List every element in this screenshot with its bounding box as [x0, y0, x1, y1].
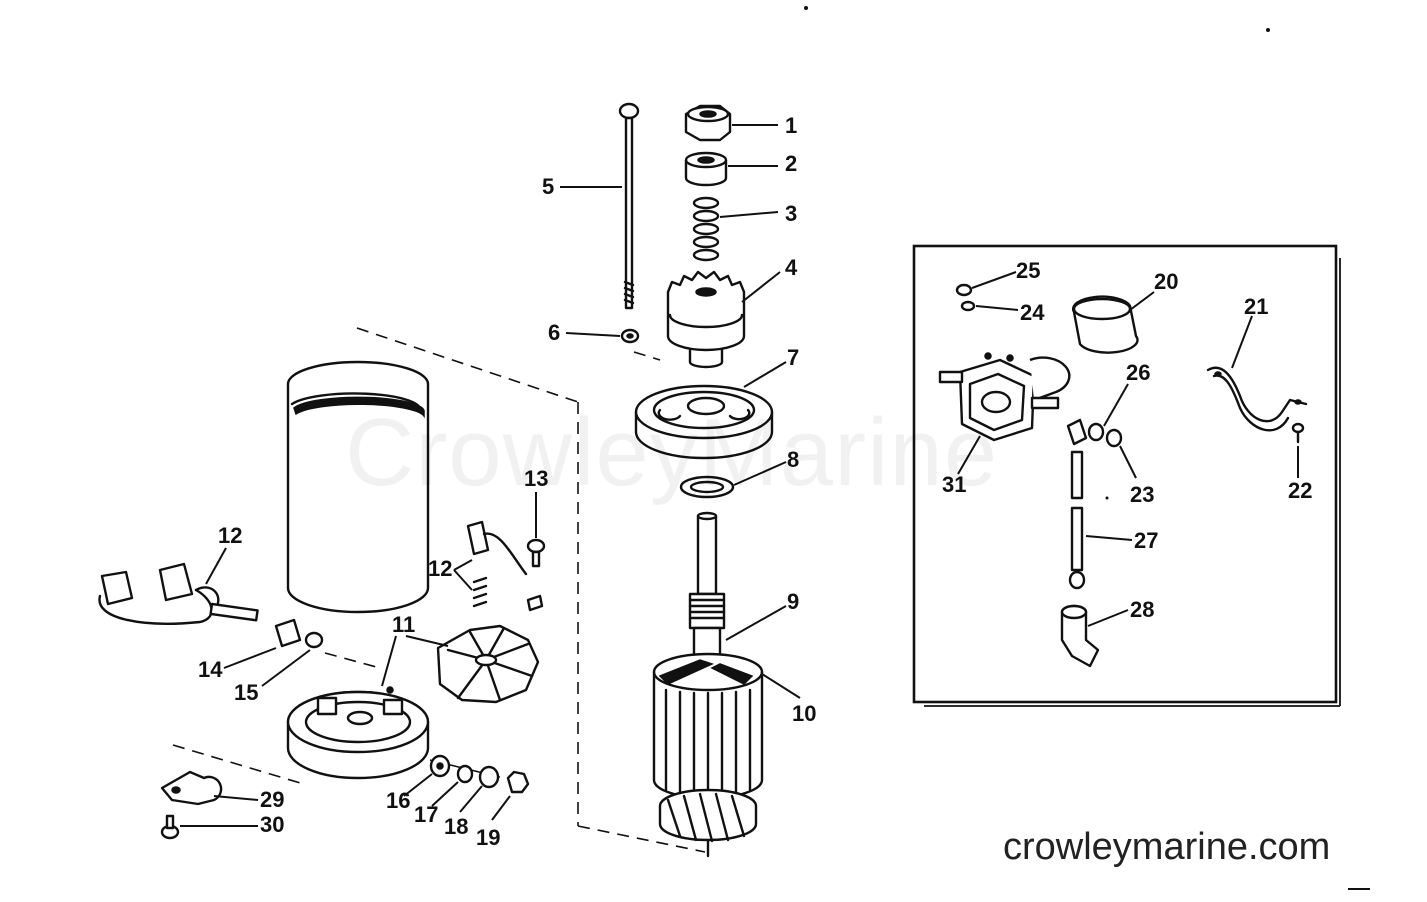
part-20-cap	[1071, 291, 1155, 354]
part-5-through-bolt	[560, 102, 640, 310]
part-15-washer	[261, 631, 324, 687]
part-9-armature-shaft	[688, 511, 787, 658]
label-31: 31	[942, 472, 966, 497]
part-23-washer	[1105, 428, 1137, 479]
part-12-brush-set	[453, 520, 528, 608]
label-4: 4	[785, 255, 798, 280]
part-13-screw	[526, 492, 546, 612]
label-13: 13	[524, 466, 548, 491]
part-4-pinion-drive	[666, 270, 781, 369]
label-5: 5	[542, 174, 554, 199]
label-16: 16	[386, 788, 410, 813]
part-10-armature-core	[652, 652, 801, 858]
label-15: 15	[234, 680, 258, 705]
part-14-terminal-clip	[223, 618, 302, 669]
watermark-text: CrowleyMarine	[345, 399, 999, 506]
part-3-spring	[692, 196, 779, 262]
label-21: 21	[1244, 294, 1268, 319]
label-22: 22	[1288, 478, 1312, 503]
part-12-terminal-lead	[98, 547, 259, 625]
label-24: 24	[1020, 300, 1045, 325]
part-24-lockwasher	[960, 300, 1019, 312]
part-26-washer	[1087, 383, 1129, 442]
label-17: 17	[414, 802, 438, 827]
part-30-screw	[160, 814, 258, 840]
label-27: 27	[1134, 528, 1158, 553]
label-3: 3	[785, 201, 797, 226]
part-31-solenoid	[938, 352, 1071, 475]
part-11-brush-plate	[286, 624, 540, 780]
part-8-thrust-washer	[679, 461, 787, 499]
label-6: 6	[548, 320, 560, 345]
label-18: 18	[444, 814, 468, 839]
part-18-washer	[459, 765, 500, 813]
part-19-nut	[491, 770, 530, 821]
label-9: 9	[787, 589, 799, 614]
label-25: 25	[1016, 258, 1040, 283]
part-7-end-cap	[634, 361, 787, 460]
part-22-screw	[1291, 422, 1305, 478]
part-1-nut	[684, 104, 778, 142]
scan-specks	[804, 6, 1370, 890]
part-16-washer	[403, 754, 451, 797]
part-17-lockwasher	[431, 764, 474, 807]
label-12b: 12	[428, 556, 452, 581]
label-23: 23	[1130, 482, 1154, 507]
motor-frame	[286, 360, 430, 614]
site-url-text: crowleymarine.com	[1003, 826, 1331, 868]
label-29: 29	[260, 787, 284, 812]
label-8: 8	[787, 447, 799, 472]
label-10: 10	[792, 701, 816, 726]
label-2: 2	[785, 151, 797, 176]
part-2-spacer	[684, 151, 778, 187]
label-12a: 12	[218, 523, 242, 548]
label-1: 1	[785, 113, 797, 138]
label-19: 19	[476, 825, 500, 850]
label-28: 28	[1130, 597, 1154, 622]
part-6-washer	[565, 328, 640, 344]
part-28-boot	[1060, 604, 1129, 668]
part-21-bracket	[1206, 315, 1308, 432]
label-20: 20	[1154, 269, 1178, 294]
label-14: 14	[198, 657, 223, 682]
part-25-nut	[955, 271, 1017, 297]
part-number-labels: 1 2 3 4 5 6 7 8 9 10 11 12 12 13 14 15 1…	[198, 113, 1312, 850]
label-11: 11	[392, 612, 415, 637]
label-7: 7	[787, 345, 799, 370]
label-30: 30	[260, 812, 284, 837]
solenoid-inset	[912, 244, 1341, 707]
label-26: 26	[1126, 360, 1150, 385]
part-27-link-rod	[1066, 418, 1133, 590]
alignment-guides	[172, 327, 706, 853]
part-29-clamp	[160, 770, 259, 806]
